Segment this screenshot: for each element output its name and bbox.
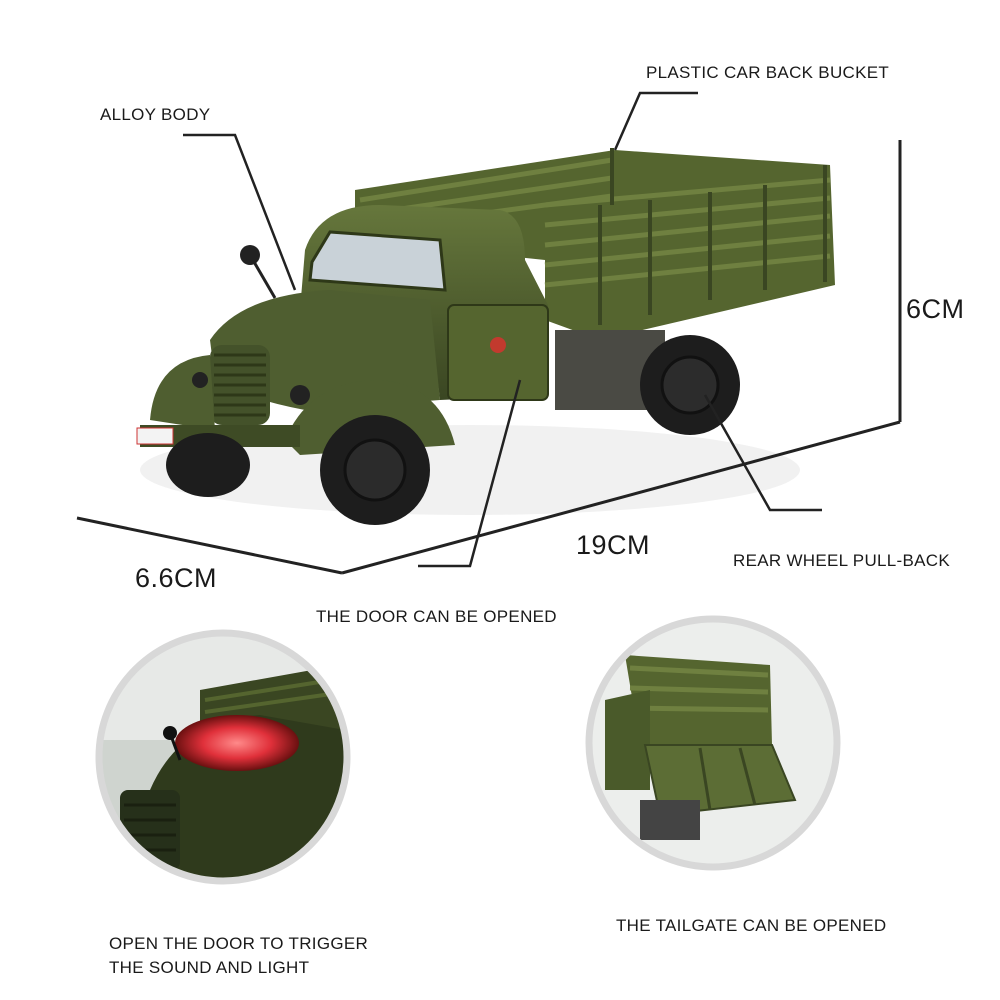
front-wheel-left (166, 433, 250, 497)
dimension-width: 6.6CM (135, 563, 218, 593)
open-tailgate (643, 744, 797, 817)
detail-tailgate (589, 619, 837, 867)
side-mirror (240, 245, 260, 265)
label-sound-light: OPEN THE DOOR TO TRIGGER THE SOUND AND L… (109, 934, 369, 977)
label-rear-wheel: REAR WHEEL PULL-BACK (733, 551, 950, 570)
license-plate (136, 427, 174, 445)
label-plastic-bucket: PLASTIC CAR BACK BUCKET (646, 63, 890, 82)
callout-lines (183, 91, 822, 568)
label-tailgate: THE TAILGATE CAN BE OPENED (616, 916, 887, 935)
label-alloy-body: ALLOY BODY (100, 105, 211, 124)
dimension-lines (76, 140, 902, 575)
main-truck-image (136, 148, 835, 525)
detail-circle-border-left (95, 629, 351, 885)
red-headlight-glow (175, 715, 299, 771)
dimension-height: 6CM (906, 294, 965, 324)
fender-left (150, 355, 215, 430)
dimension-length: 19CM (576, 530, 651, 560)
label-door-opened: THE DOOR CAN BE OPENED (316, 607, 557, 626)
windshield (308, 230, 447, 292)
detail-sound-light (99, 633, 347, 881)
detail-circle-border-right (585, 615, 841, 871)
